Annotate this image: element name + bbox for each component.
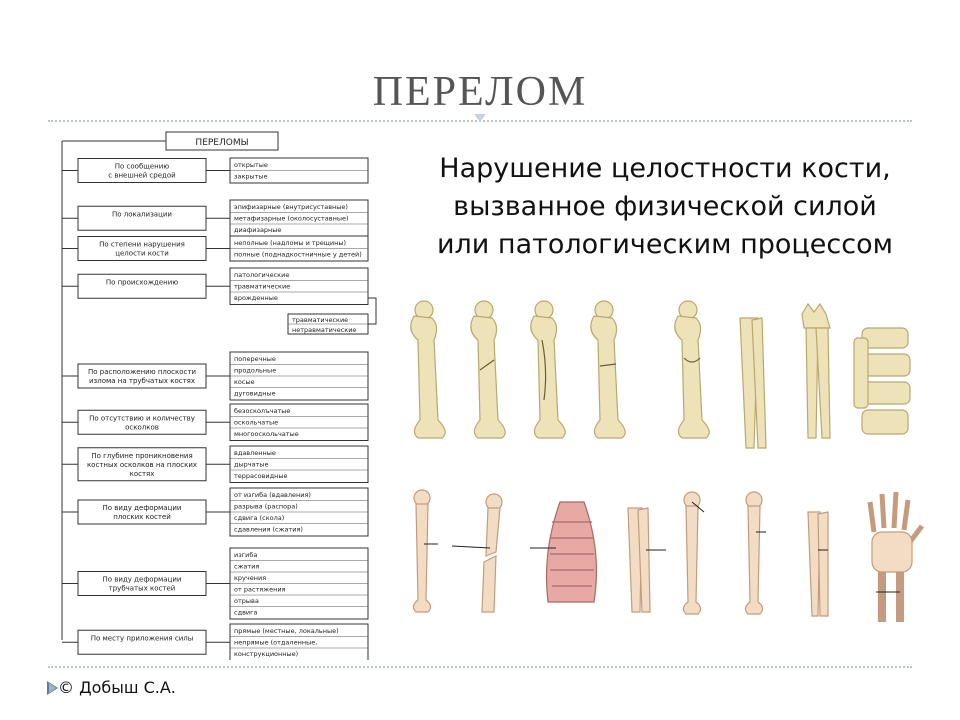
category-label-8-1: По виду деформации [103, 504, 182, 512]
hand-skeleton-illustration [867, 491, 924, 622]
category-label-1-2: с внешней средой [108, 172, 175, 180]
category-label-7-1: По глубине проникновения [91, 452, 192, 460]
sub-item-label-2: нетравматические [292, 326, 356, 334]
category-box-10 [77, 629, 207, 655]
item-label-2-3: диафизарные [234, 226, 281, 234]
root-label: ПЕРЕЛОМЫ [195, 138, 248, 148]
bone-illustration-9 [682, 491, 702, 615]
item-list-7 [229, 445, 369, 483]
item-label-5-3: косые [234, 378, 255, 386]
item-label-1-2: закрытые [234, 173, 268, 181]
item-label-3-2: полные (поднадкостничные у детей) [234, 251, 362, 259]
fracture-pointer-arrows [424, 501, 900, 593]
category-box-9 [77, 571, 207, 596]
item-list-4 [229, 267, 369, 305]
category-label-5-2: излома на трубчатых костях [89, 377, 195, 385]
top-divider-marker [474, 114, 486, 122]
item-label-4-1: патологические [234, 271, 289, 279]
item-label-9-2: сжатия [234, 563, 259, 571]
item-label-9-1: изгиба [234, 551, 257, 559]
item-list-6 [229, 403, 369, 441]
item-label-4-3: врожденные [234, 294, 278, 302]
item-label-5-2: продольные [234, 367, 276, 375]
item-label-4-2: травматические [234, 283, 290, 291]
item-label-9-4: от растяжения [234, 586, 286, 594]
category-label-3-1: По степени нарушения [99, 241, 185, 249]
category-label-9-1: По виду деформации [103, 576, 182, 584]
category-label-3-2: целости кости [115, 250, 169, 258]
forearm-illustration-1 [739, 317, 767, 449]
category-box-1 [77, 158, 207, 183]
forearm-illustration-2 [801, 302, 831, 439]
sub-item-label-1: травматические [292, 316, 348, 324]
item-label-5-1: поперечные [234, 355, 276, 363]
item-label-6-2: оскольчатые [234, 419, 278, 427]
category-label-2-1: По локализации [112, 210, 172, 218]
category-label-5-1: По расположению плоскости [88, 368, 196, 376]
femur-illustration-3 [530, 300, 566, 439]
femur-illustration-1 [410, 300, 446, 439]
item-label-2-1: эпифизарные (внутрисуставные) [234, 203, 348, 211]
item-label-7-3: террасовидные [234, 472, 288, 480]
femur-illustration-2 [470, 300, 506, 439]
sub-item-bracket [368, 297, 377, 325]
category-label-4-1: По происхождению [106, 278, 178, 286]
item-label-8-4: сдавления (сжатия) [234, 526, 303, 534]
bone-illustration-7 [481, 493, 503, 613]
bottom-dotted-divider [48, 666, 912, 668]
category-label-1-1: По сообщению [115, 163, 170, 171]
author-credit: © Добыш С.А. [58, 678, 176, 697]
item-label-7-1: вдавленные [234, 449, 276, 457]
item-label-3-1: неполные (надломы и трещины) [234, 239, 346, 247]
fracture-definition: Нарушение целостности кости, вызванное ф… [437, 153, 893, 260]
item-label-8-1: от изгиба (вдавления) [234, 491, 311, 499]
item-label-10-3: конструкционные) [234, 650, 298, 658]
item-label-9-3: кручения [234, 574, 266, 582]
bone-illustration-11 [807, 511, 829, 617]
category-label-10-1: По месту приложения силы [91, 634, 194, 642]
category-label-8-2: плоских костей [113, 513, 171, 521]
slide-title: ПЕРЕЛОМ [372, 69, 588, 115]
bone-illustration-10 [744, 491, 764, 615]
ribcage-illustration [545, 501, 598, 603]
item-label-9-5: отрыва [234, 597, 259, 605]
item-label-10-2: непрямые (отдаленные, [234, 639, 317, 647]
category-label-7-2: костных осколков на плоских [87, 461, 197, 469]
category-box-3 [77, 236, 207, 261]
femur-illustration-4 [590, 300, 626, 439]
item-label-1-1: открытые [234, 161, 268, 169]
item-label-2-2: метафизарные (околосуставные) [234, 215, 349, 223]
vertebrae-illustration [853, 327, 911, 435]
item-list-10 [229, 623, 369, 660]
item-label-8-3: сдвига (скола) [234, 514, 284, 522]
item-label-8-2: разрыва (распора) [234, 503, 298, 511]
item-label-6-1: безосколъчатые [234, 407, 290, 415]
category-label-9-2: трубчатых костей [109, 585, 176, 593]
category-label-7-3: костях [130, 470, 155, 478]
item-label-5-4: дуговидные [234, 390, 276, 398]
item-label-10-1: прямые (местные, локальные) [234, 627, 339, 635]
bone-illustration-6 [412, 489, 432, 613]
item-list-2 [229, 199, 369, 237]
footer-bullet-icon [47, 681, 58, 695]
bone-illustration-8 [627, 507, 651, 613]
item-label-7-2: дырчатые [234, 461, 269, 469]
femur-illustration-5 [674, 300, 710, 439]
item-label-9-6: сдвига [234, 609, 258, 617]
bone-fracture-illustrations [410, 300, 924, 622]
item-label-6-3: многооскольчатые [234, 430, 299, 438]
category-label-6-2: осколков [125, 423, 159, 431]
category-label-6-1: По отсутствию и количеству [89, 414, 195, 422]
